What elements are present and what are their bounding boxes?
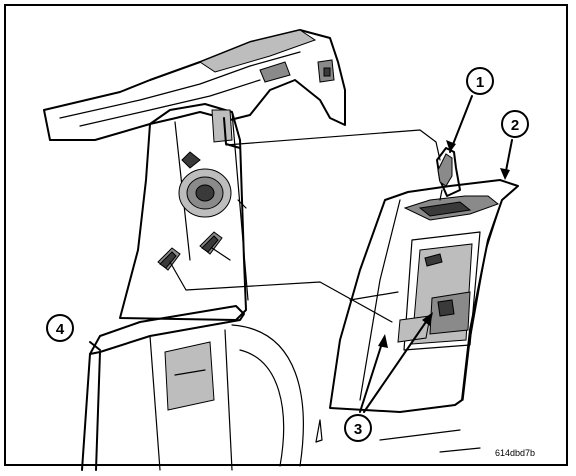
callout-1: 1 bbox=[466, 67, 494, 95]
svg-text:4: 4 bbox=[56, 321, 65, 338]
svg-text:1: 1 bbox=[476, 74, 484, 91]
svg-text:3: 3 bbox=[354, 421, 362, 438]
attachment-lines bbox=[169, 129, 441, 323]
upper-quarter-trim-panel bbox=[329, 179, 519, 413]
figure-code: 614dbd7b bbox=[495, 448, 535, 458]
callout-4: 4 bbox=[46, 314, 74, 342]
quarter-pillar bbox=[119, 103, 249, 321]
svg-text:2: 2 bbox=[511, 117, 519, 134]
callout-leaders bbox=[89, 95, 513, 413]
roof-structure bbox=[43, 29, 346, 141]
seat-belt-guide bbox=[436, 147, 461, 201]
callout-3: 3 bbox=[344, 414, 372, 442]
callout-2: 2 bbox=[501, 110, 529, 138]
lower-quarter-trim bbox=[81, 305, 481, 471]
